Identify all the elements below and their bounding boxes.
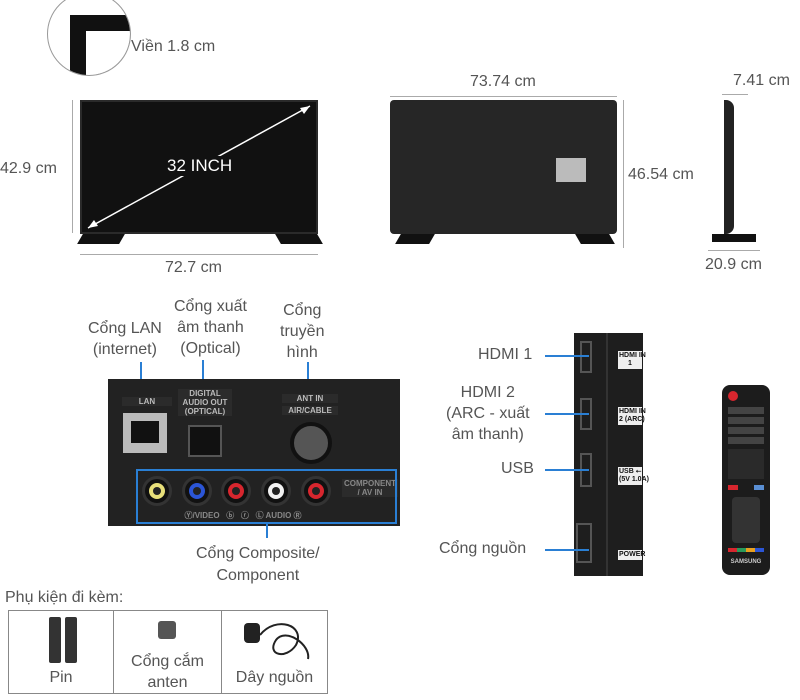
callout-power: Cổng nguồn: [439, 540, 527, 557]
remote-control: SAMSUNG: [722, 385, 770, 575]
callout-optical: Cổng xuất âm thanh (Optical): [174, 298, 247, 357]
side-port-panel: HDMI IN 1 HDMI IN 2 (ARC) USB ⭠ (5V 1.0A…: [574, 333, 649, 576]
remote-brand: SAMSUNG: [730, 559, 762, 565]
side-tv: [724, 100, 734, 234]
lan-port-label: LAN: [122, 397, 172, 406]
lan-port: [123, 413, 167, 453]
rear-port-panel: LAN DIGITAL AUDIO OUT (OPTICAL) ANT IN A…: [108, 379, 400, 526]
callout-hdmi-2: HDMI 2 (ARC - xuất âm thanh): [446, 384, 530, 443]
rca-port-pb: [182, 476, 212, 506]
front-stand-left: [77, 234, 125, 244]
battery-icon: [49, 617, 61, 663]
accessory-power-cord: Dây nguồn: [221, 610, 328, 694]
antenna-label-1: ANT IN: [282, 394, 338, 403]
accessory-antenna-adapter: Cổng cắm anten: [113, 610, 222, 694]
back-stand-left: [395, 234, 435, 244]
power-tag: POWER: [618, 550, 646, 560]
front-height-line: [72, 100, 73, 233]
callout-line-hdmi-1: [545, 355, 589, 357]
side-stand: [712, 234, 756, 242]
callout-line-usb: [545, 469, 589, 471]
antenna-adapter-icon: [158, 621, 176, 639]
rca-bottom-labels: Ⓨ/VIDEO ⓑ ⓡ Ⓛ AUDIO Ⓡ: [184, 511, 302, 520]
callout-antenna: Cổng truyền hình: [280, 302, 325, 361]
side-stand-depth-label: 20.9 cm: [705, 256, 762, 273]
bezel-zoom-circle: [47, 0, 131, 76]
rca-port-pr: [221, 476, 251, 506]
side-stand-line: [708, 250, 760, 251]
component-highlight-box: [136, 469, 397, 524]
accessory-battery: Pin: [8, 610, 114, 694]
bezel-label: Viền 1.8 cm: [131, 38, 216, 55]
front-width-line: [80, 254, 318, 255]
hdmi-1-port: [580, 341, 592, 373]
number-pad: [728, 407, 764, 445]
back-tv-label-sticker: [556, 158, 586, 182]
dpad: [732, 497, 760, 543]
antenna-port: [290, 422, 332, 464]
back-width-line: [390, 96, 617, 97]
rca-port-video: [142, 476, 172, 506]
accessory-battery-label: Pin: [49, 669, 73, 686]
rca-port-audio-r: [301, 476, 331, 506]
callout-hdmi-1: HDMI 1: [478, 346, 533, 363]
side-depth-label: 7.41 cm: [733, 72, 790, 89]
front-height-label: 42.9 cm: [0, 160, 57, 177]
power-port: [576, 523, 592, 563]
accessories-title: Phụ kiện đi kèm:: [5, 589, 124, 606]
callout-line-hdmi-2: [545, 413, 589, 415]
front-stand-right: [275, 234, 323, 244]
back-stand-right: [575, 234, 615, 244]
side-depth-line: [722, 94, 748, 95]
hdmi-2-tag: HDMI IN 2 (ARC): [618, 407, 646, 425]
power-cord-icon: [244, 623, 310, 660]
optical-port-label: DIGITAL AUDIO OUT (OPTICAL): [178, 389, 232, 416]
callout-line-power: [545, 549, 589, 551]
optical-port: [188, 425, 222, 457]
callout-line-component: [266, 524, 268, 538]
back-height-label: 46.54 cm: [628, 166, 694, 183]
power-button-icon: [728, 391, 738, 401]
antenna-label-2: AIR/CABLE: [282, 406, 338, 415]
hdmi-1-tag: HDMI IN 1: [618, 351, 646, 369]
usb-tag: USB ⭠ (5V 1.0A): [618, 467, 649, 485]
accessory-power-cord-label: Dây nguồn: [235, 669, 314, 686]
diagonal-label: 32 INCH: [165, 156, 235, 176]
component-label: COMPONENT / AV IN: [342, 479, 398, 497]
back-width-label: 73.74 cm: [470, 73, 536, 90]
front-width-label: 72.7 cm: [165, 259, 222, 276]
accessory-antenna-label: Cổng cắm anten: [131, 653, 204, 691]
callout-usb: USB: [501, 460, 534, 477]
callout-component: Cổng Composite/ Component: [196, 545, 320, 584]
rca-port-audio-l: [261, 476, 291, 506]
back-height-line: [623, 100, 624, 248]
callout-lan: Cổng LAN (internet): [88, 320, 162, 358]
